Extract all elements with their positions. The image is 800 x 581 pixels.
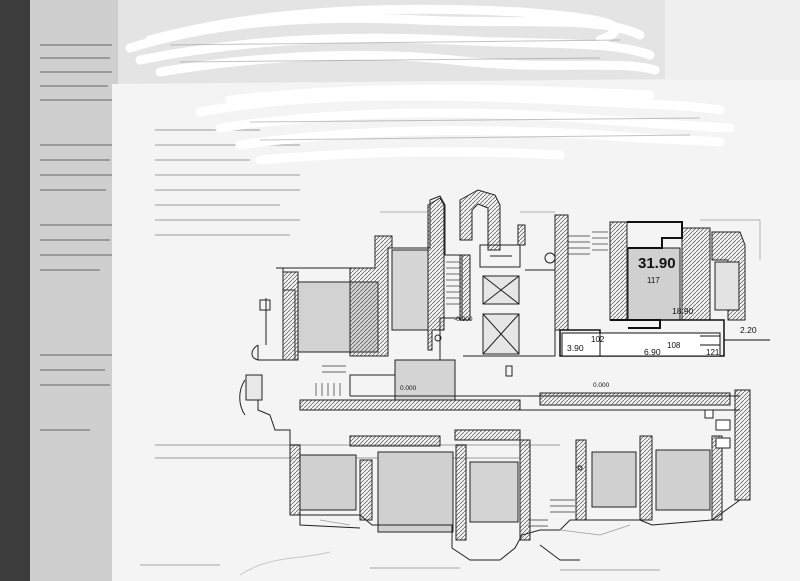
level-left-label: 0.000	[400, 385, 417, 392]
back-page-text	[40, 44, 112, 431]
area-a-label: 18.90	[672, 306, 694, 316]
headline-area-label: 31.90	[638, 255, 676, 272]
bottom-faded-marks	[140, 564, 660, 571]
room-d-label: 121	[706, 348, 720, 357]
room-b-label: 102	[591, 335, 605, 344]
redaction-scribble	[125, 4, 735, 165]
area-b-label: 2.20	[740, 325, 757, 335]
area-c-label: 3.90	[567, 343, 584, 353]
room-number-label: 117	[647, 276, 660, 285]
room-c-label: 108	[667, 341, 681, 350]
plan-labels: 31.90 117 18.90 2.20 3.90 102 108 6.90 1…	[400, 255, 757, 392]
floor-plan	[239, 189, 770, 561]
level-right-label: 0.000	[593, 382, 610, 389]
level-lower-label: -0.900	[454, 316, 473, 323]
area-d-label: 6.90	[644, 347, 661, 357]
